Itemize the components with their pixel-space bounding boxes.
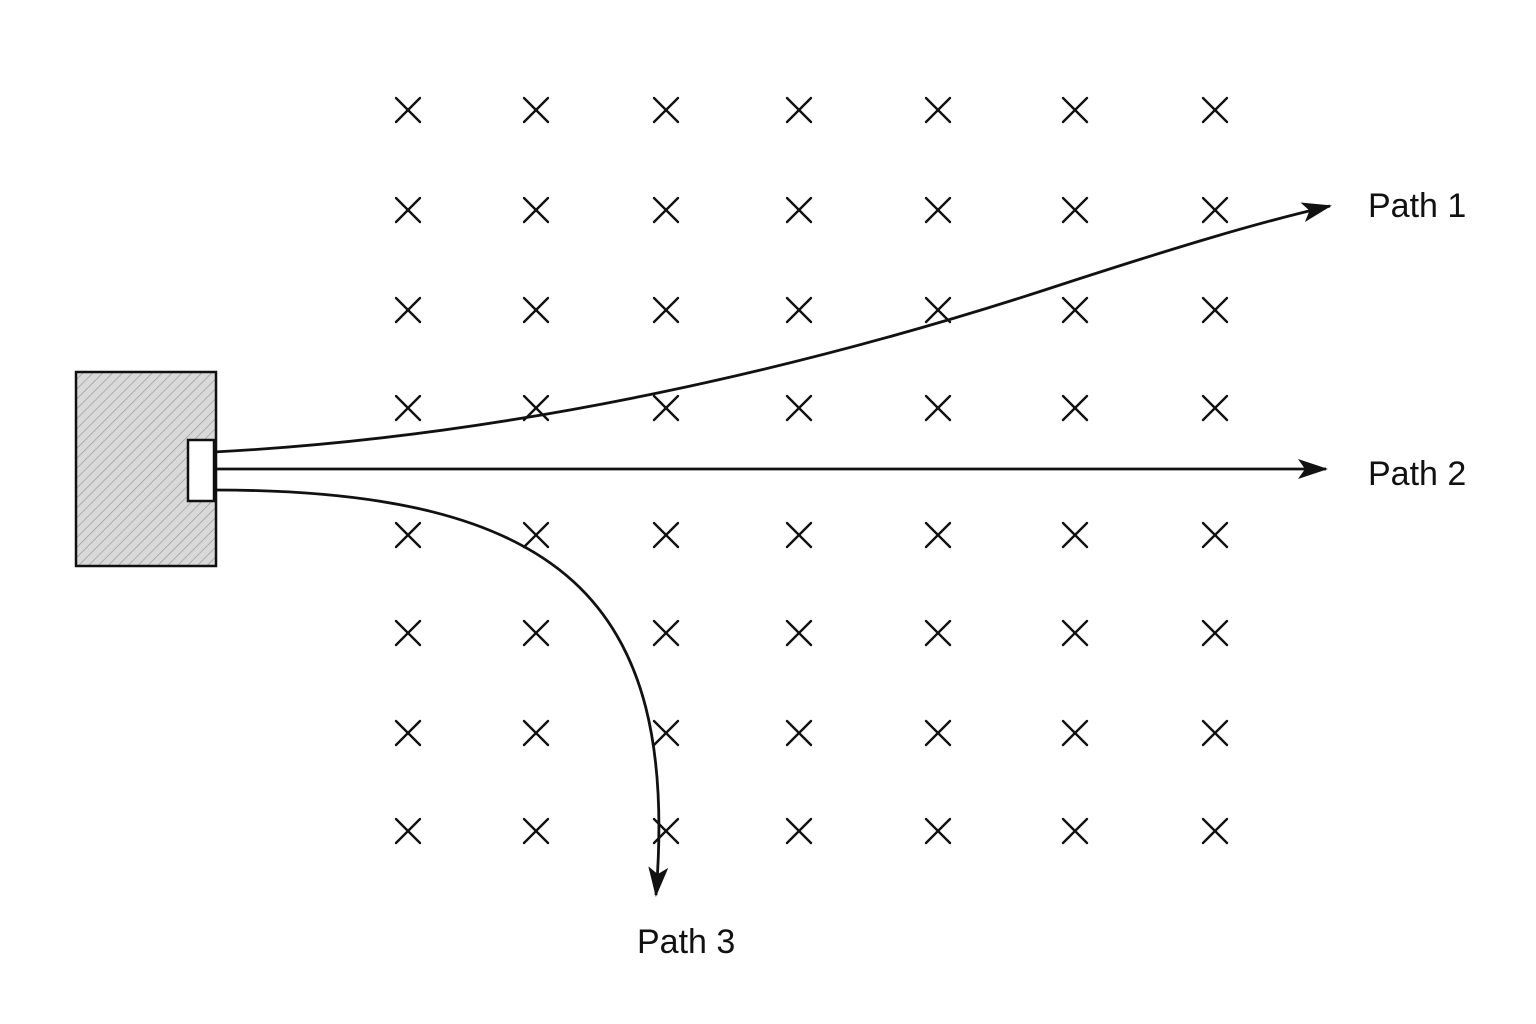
field-cross-icon [1201, 96, 1229, 124]
magnetic-field-grid [394, 96, 1229, 845]
field-cross-icon [652, 96, 680, 124]
field-cross-icon [1061, 521, 1089, 549]
field-cross-icon [1061, 619, 1089, 647]
field-cross-icon [785, 521, 813, 549]
field-cross-icon [652, 196, 680, 224]
field-cross-icon [924, 619, 952, 647]
path-3-label: Path 3 [637, 923, 735, 961]
field-cross-icon [522, 196, 550, 224]
field-cross-icon [785, 96, 813, 124]
field-cross-icon [1201, 817, 1229, 845]
field-cross-icon [1201, 521, 1229, 549]
field-cross-icon [1061, 719, 1089, 747]
path-1-label: Path 1 [1368, 187, 1466, 225]
field-cross-icon [785, 296, 813, 324]
field-cross-icon [394, 817, 422, 845]
field-cross-icon [1061, 196, 1089, 224]
field-cross-icon [522, 817, 550, 845]
field-cross-icon [394, 96, 422, 124]
field-cross-icon [1201, 196, 1229, 224]
field-cross-icon [785, 394, 813, 422]
field-cross-icon [1201, 619, 1229, 647]
field-cross-icon [652, 619, 680, 647]
path-3-trajectory [213, 488, 669, 897]
source-nozzle [186, 438, 216, 503]
path-2-label: Path 2 [1368, 455, 1466, 493]
field-cross-icon [924, 817, 952, 845]
field-cross-icon [1201, 394, 1229, 422]
field-cross-icon [522, 719, 550, 747]
field-cross-icon [1201, 296, 1229, 324]
field-cross-icon [522, 521, 550, 549]
field-cross-icon [652, 394, 680, 422]
field-cross-icon [924, 521, 952, 549]
field-cross-icon [1061, 296, 1089, 324]
field-cross-icon [652, 521, 680, 549]
field-cross-icon [1061, 817, 1089, 845]
source-box [74, 370, 218, 568]
field-cross-icon [652, 296, 680, 324]
field-cross-icon [785, 196, 813, 224]
field-cross-icon [394, 619, 422, 647]
field-cross-icon [394, 296, 422, 324]
field-cross-icon [652, 719, 680, 747]
field-cross-icon [1061, 96, 1089, 124]
field-cross-icon [924, 296, 952, 324]
field-cross-icon [522, 96, 550, 124]
field-cross-icon [522, 619, 550, 647]
field-cross-icon [785, 619, 813, 647]
field-cross-icon [394, 719, 422, 747]
field-cross-icon [924, 96, 952, 124]
field-cross-icon [924, 196, 952, 224]
field-cross-icon [924, 719, 952, 747]
field-cross-icon [394, 196, 422, 224]
field-cross-icon [394, 521, 422, 549]
path-1-trajectory [213, 202, 1332, 454]
field-cross-icon [1061, 394, 1089, 422]
field-cross-icon [1201, 719, 1229, 747]
field-cross-icon [522, 296, 550, 324]
field-cross-icon [785, 817, 813, 845]
field-cross-icon [394, 394, 422, 422]
field-cross-icon [785, 719, 813, 747]
field-cross-icon [924, 394, 952, 422]
